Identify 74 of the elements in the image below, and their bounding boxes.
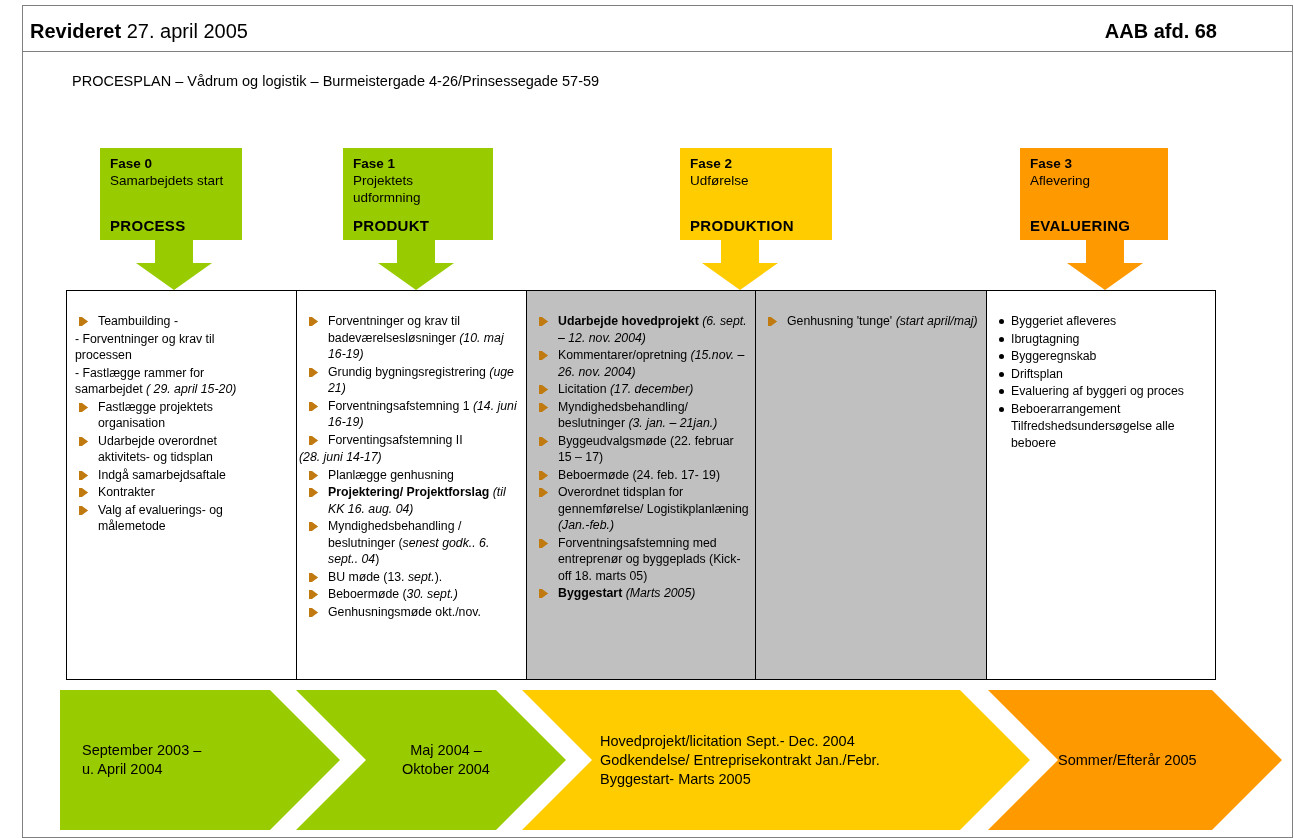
list-item: Myndighedsbehandling / beslutninger (senest godk.. 6. sept.. 04) — [328, 518, 491, 568]
list-item: Licitation (17. december) — [558, 381, 694, 398]
phase-name: EVALUERING — [1030, 217, 1132, 234]
phase-number: Fase 3 — [1030, 155, 1074, 172]
list-item: Beboerarrangement — [1011, 400, 1121, 417]
list-item: Teambuilding - — [98, 313, 178, 330]
list-item: Overordnet tidsplan for gennemførelse/ Logistikplanlæning (Jan.-feb.) — [558, 484, 749, 534]
phase-number: Fase 2 — [690, 155, 734, 172]
list-item: Kontrakter — [98, 484, 155, 501]
phase-name: PRODUKTION — [690, 217, 795, 234]
list-item: (28. juni 14-17) — [299, 449, 382, 466]
block-arrow — [378, 240, 454, 290]
block-arrow — [1067, 240, 1143, 290]
phase-subtitle: Projektets udformning — [353, 172, 422, 206]
timeline-period-band — [988, 690, 1282, 830]
list-item: - Fastlægge rammer for samarbejdet ( 29. april 15-20) — [75, 364, 238, 398]
phase-box — [343, 148, 493, 240]
task-column — [755, 290, 987, 680]
list-item: Forventningsafstemning med entreprenør og byggeplads (Kick-off 18. marts 05) — [558, 534, 742, 584]
project-code: AAB afd. 68 — [1103, 20, 1217, 43]
list-item: - Forventninger og krav til processen — [75, 330, 216, 364]
list-item: Kommentarer/opretning (15.nov. – 26. nov. 2004) — [558, 347, 746, 380]
list-item: Driftsplan — [1011, 365, 1063, 382]
list-item: Udarbejde overordnet aktivitets- og tidsplan — [98, 432, 218, 466]
list-item: Tilfredshedsundersøgelse alle beboere — [1011, 418, 1176, 451]
timeline-text: Sommer/Efterår 2005 — [1058, 750, 1198, 770]
list-item: Genhusning 'tunge' (start april/maj) — [787, 313, 978, 330]
page-title: Revideret 27. april 2005 — [30, 20, 248, 43]
list-item: Byggeudvalgsmøde (22. februar 15 – 17) — [558, 432, 735, 466]
phase-subtitle: Aflevering — [1030, 172, 1092, 189]
block-arrow — [136, 240, 212, 290]
list-item: Byggeriet afleveres — [1011, 313, 1117, 330]
phase-name: PROCESS — [110, 217, 187, 234]
timeline-text: Byggestart- Marts 2005 — [600, 769, 752, 789]
block-arrow — [702, 240, 778, 290]
task-column — [986, 290, 1216, 680]
phase-box — [680, 148, 832, 240]
list-item: Indgå samarbejdsaftale — [98, 466, 226, 483]
phase-box — [1020, 148, 1168, 240]
list-item: Byggestart (Marts 2005) — [558, 585, 696, 602]
timeline-text: Maj 2004 – Oktober 2004 — [401, 741, 491, 779]
list-item: Beboermøde (24. feb. 17- 19) — [558, 466, 720, 483]
list-item: Forventingsafstemning II — [328, 431, 463, 448]
list-item: Beboermøde (30. sept.) — [328, 586, 458, 603]
phase-subtitle: Samarbejdets start — [110, 172, 225, 189]
list-item: Planlægge genhusning — [328, 466, 454, 483]
timeline-text: September 2003 – u. April 2004 — [82, 741, 203, 779]
list-item: Valg af evaluerings- og målemetode — [98, 501, 224, 535]
list-item: Fastlægge projektets organisation — [98, 398, 214, 432]
subtitle: PROCESPLAN – Vådrum og logistik – Burmeistergade 4-26/Prinsessegade 57-59 — [72, 73, 601, 89]
list-item: Udarbejde hovedprojekt (6. sept. – 12. nov. 2004) — [558, 313, 748, 346]
timeline-period-band — [296, 690, 566, 830]
list-item: Projektering/ Projektforslag (til KK 16. aug. 04) — [328, 484, 507, 517]
list-item: Myndighedsbehandling/ beslutninger (3. jan. – 21jan.) — [558, 398, 719, 432]
timeline-period-band — [60, 690, 340, 830]
list-item: Ibrugtagning — [1011, 330, 1080, 347]
task-column — [66, 290, 297, 680]
phase-subtitle: Udførelse — [690, 172, 750, 189]
timeline-period-band — [522, 690, 1030, 830]
task-column — [526, 290, 756, 680]
list-item: Evaluering af byggeri og proces — [1011, 383, 1184, 400]
list-item: Genhusningsmøde okt./nov. — [328, 603, 481, 620]
phase-number: Fase 1 — [353, 155, 397, 172]
list-item: Forventningsafstemning 1 (14. juni 16-19) — [328, 397, 518, 431]
list-item: Grundig bygningsregistrering (uge 21) — [328, 363, 515, 397]
task-column — [296, 290, 527, 680]
timeline-text: Hovedprojekt/licitation Sept.- Dec. 2004 — [600, 731, 856, 751]
timeline-text: Godkendelse/ Entreprisekontrakt Jan./Febr. — [600, 750, 881, 770]
phase-box — [100, 148, 242, 240]
phase-name: PRODUKT — [353, 217, 431, 234]
phase-number: Fase 0 — [110, 155, 154, 172]
list-item: Forventninger og krav til badeværelsesløsninger (10. maj 16-19) — [328, 313, 505, 363]
list-item: BU møde (13. sept.). — [328, 568, 443, 585]
list-item: Byggeregnskab — [1011, 348, 1097, 365]
